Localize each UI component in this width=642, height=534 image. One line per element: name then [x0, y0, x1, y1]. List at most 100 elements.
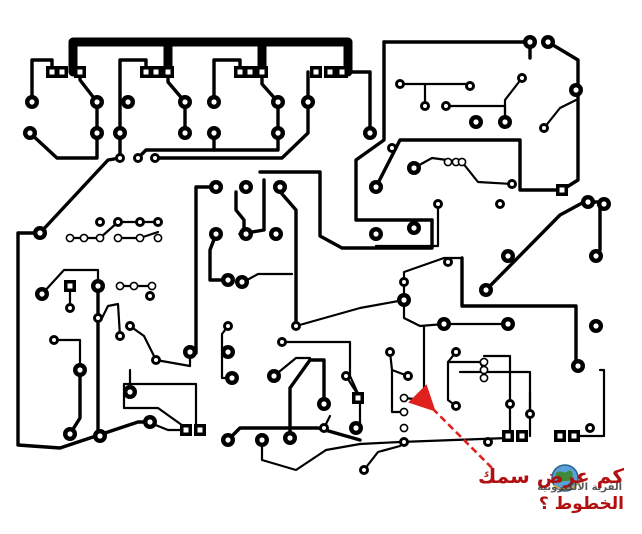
pad-round [385, 347, 395, 357]
pad-round [221, 273, 235, 287]
pad-round [597, 197, 611, 211]
pad-round [221, 345, 235, 359]
pad-round [369, 227, 383, 241]
pad-square [516, 430, 528, 442]
pad-hollow [113, 233, 123, 243]
pad-round [209, 180, 223, 194]
pad-square [244, 66, 256, 78]
pad-round [221, 433, 235, 447]
pad-round [145, 291, 155, 301]
pad-round [90, 126, 104, 140]
pad-round [239, 180, 253, 194]
pcb-pads [23, 35, 611, 475]
pad-hollow [135, 233, 145, 243]
pad-round [113, 217, 123, 227]
pad-round [225, 371, 239, 385]
pad-round [501, 317, 515, 331]
pad-round [271, 95, 285, 109]
pad-round [91, 279, 105, 293]
pad-round [359, 465, 369, 475]
pad-round [581, 195, 595, 209]
pad-square [56, 66, 68, 78]
pad-round [479, 283, 493, 297]
pad-hollow [399, 407, 409, 417]
pad-square [180, 424, 192, 436]
pad-round [420, 101, 430, 111]
pad-hollow [95, 233, 105, 243]
pad-round [183, 345, 197, 359]
pad-square [556, 184, 568, 196]
pad-round [113, 126, 127, 140]
pad-hollow [129, 281, 139, 291]
pad-round [207, 95, 221, 109]
pad-hollow [399, 423, 409, 433]
pad-round [95, 217, 105, 227]
pad-square [46, 66, 58, 78]
pad-square [502, 430, 514, 442]
pad-round [585, 423, 595, 433]
pad-square [352, 392, 364, 404]
pad-round [589, 319, 603, 333]
pad-round [143, 415, 157, 429]
left-lower-traces [40, 220, 192, 438]
pad-round [121, 95, 135, 109]
pad-round [90, 95, 104, 109]
pad-round [319, 423, 329, 433]
pad-round [483, 437, 493, 447]
pad-hollow [457, 157, 467, 167]
pad-round [369, 180, 383, 194]
pad-round [277, 337, 287, 347]
pad-round [433, 199, 443, 209]
pad-round [33, 226, 47, 240]
pad-round [525, 409, 535, 419]
pad-round [65, 303, 75, 313]
pad-round [115, 331, 125, 341]
pad-round [571, 359, 585, 373]
pad-square [310, 66, 322, 78]
pad-square [162, 66, 174, 78]
pad-round [125, 321, 135, 331]
pad-round [403, 371, 413, 381]
pad-round [501, 249, 515, 263]
pad-round [151, 355, 161, 365]
pad-round [35, 287, 49, 301]
pad-round [407, 221, 421, 235]
pad-round [517, 73, 527, 83]
pad-round [443, 257, 453, 267]
pad-round [341, 371, 351, 381]
pad-round [523, 35, 537, 49]
pad-square [64, 280, 76, 292]
pad-square [140, 66, 152, 78]
pad-round [407, 161, 421, 175]
pad-hollow [399, 393, 409, 403]
pad-round [115, 153, 125, 163]
pad-hollow [443, 157, 453, 167]
pad-square [74, 66, 86, 78]
pad-round [395, 79, 405, 89]
pad-round [207, 126, 221, 140]
pad-round [239, 227, 253, 241]
pad-round [123, 385, 137, 399]
pad-hollow [79, 233, 89, 243]
pad-round [539, 123, 549, 133]
pad-round [267, 369, 281, 383]
pad-round [49, 335, 59, 345]
pad-square [324, 66, 336, 78]
pad-square [194, 424, 206, 436]
pad-round [498, 115, 512, 129]
pad-round [133, 153, 143, 163]
pad-round [63, 427, 77, 441]
mid-lower-traces [122, 256, 510, 472]
pad-round [178, 95, 192, 109]
pad-round [273, 180, 287, 194]
pad-round [451, 347, 461, 357]
pad-round [25, 95, 39, 109]
pad-round [437, 317, 451, 331]
pad-round [505, 399, 515, 409]
pad-round [399, 437, 409, 447]
annotation-line-2: الخطوط ؟ [538, 494, 624, 514]
pad-round [135, 217, 145, 227]
pad-hollow [479, 365, 489, 375]
